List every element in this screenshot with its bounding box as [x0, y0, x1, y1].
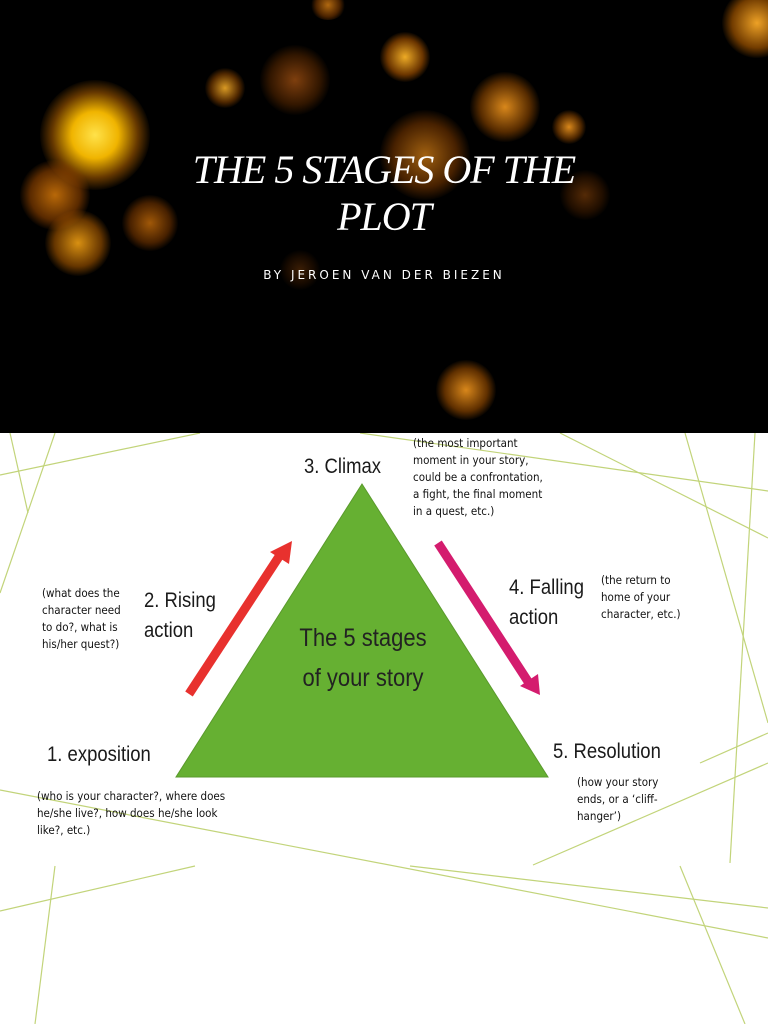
diagram-slide: The 5 stages of your story 3. Climax (th… — [0, 433, 768, 1024]
bokeh-light — [280, 250, 320, 290]
stage-resolution-label: 5. Resolution — [553, 740, 661, 763]
slide-title-line1: THE 5 STAGES OF THE — [192, 147, 576, 192]
center-label-line2: of your story — [302, 664, 424, 692]
note-line: character, etc.) — [601, 607, 681, 621]
stage-exposition-label: 1. exposition — [47, 743, 151, 766]
note-line: (the return to — [601, 573, 671, 587]
rising-arrow — [185, 541, 292, 697]
label-line: 4. Falling — [509, 576, 584, 599]
slide-title-line2: PLOT — [337, 194, 432, 239]
title-slide: THE 5 STAGES OF THE PLOT BY JEROEN VAN D… — [0, 0, 768, 433]
note-line: like?, etc.) — [37, 823, 91, 837]
note-line: (who is your character?, where does — [37, 789, 226, 803]
stage-climax-note: (the most important moment in your story… — [413, 435, 543, 520]
bokeh-light — [122, 195, 178, 251]
plot-diagram — [175, 483, 549, 778]
deco-line — [559, 433, 768, 539]
stage-resolution-note: (how your story ends, or a ‘cliff- hange… — [577, 774, 658, 825]
bokeh-light — [260, 45, 330, 115]
stage-climax-label: 3. Climax — [304, 455, 382, 478]
deco-line — [684, 433, 768, 724]
note-line: (the most important — [413, 436, 518, 450]
note-line: in a quest, etc.) — [413, 504, 495, 518]
label-line: action — [509, 606, 559, 629]
deco-line — [532, 762, 768, 866]
plot-triangle — [175, 483, 549, 778]
bokeh-light — [45, 210, 111, 276]
stage-falling-note: (the return to home of your character, e… — [601, 572, 681, 623]
deco-line — [729, 433, 756, 864]
deco-line — [0, 433, 201, 476]
decorative-lines — [0, 433, 768, 1024]
label-line: action — [144, 619, 194, 642]
bokeh-light — [722, 0, 768, 58]
note-line: hanger’) — [577, 809, 621, 823]
deco-line — [0, 865, 196, 912]
note-line: home of your — [601, 590, 671, 604]
bokeh-light — [380, 110, 470, 200]
triangle-center-label: The 5 stages of your story — [279, 618, 446, 698]
bokeh-light — [436, 360, 496, 420]
bokeh-light — [205, 68, 245, 108]
deco-line — [699, 732, 768, 764]
bokeh-light — [552, 110, 586, 144]
deco-line — [9, 433, 29, 514]
note-line: character need — [42, 603, 121, 617]
note-line: to do?, what is — [42, 620, 118, 634]
note-line: moment in your story, — [413, 453, 529, 467]
note-line: a fight, the final moment — [413, 487, 543, 501]
deco-line — [359, 433, 768, 492]
deco-line — [0, 789, 768, 939]
label-line: 2. Rising — [144, 589, 216, 612]
stage-falling-label: 4. Falling action — [509, 573, 584, 633]
note-line: ends, or a ‘cliff- — [577, 792, 658, 806]
note-line: he/she live?, how does he/she look — [37, 806, 218, 820]
center-label-line1: The 5 stages — [299, 624, 427, 652]
bokeh-light — [560, 170, 610, 220]
falling-arrow — [434, 540, 540, 695]
note-line: his/her quest?) — [42, 637, 120, 651]
note-line: (what does the — [42, 586, 120, 600]
slide-subtitle: BY JEROEN VAN DER BIEZEN — [263, 268, 505, 282]
bokeh-light — [470, 72, 540, 142]
slide-title: THE 5 STAGES OF THE PLOT — [84, 146, 684, 240]
bokeh-light — [310, 0, 346, 20]
note-line: (how your story — [577, 775, 659, 789]
note-line: could be a confrontation, — [413, 470, 543, 484]
deco-line — [34, 865, 56, 1024]
stage-rising-label: 2. Rising action — [144, 586, 216, 646]
deco-line — [679, 865, 746, 1024]
bokeh-light — [380, 32, 430, 82]
stage-exposition-note: (who is your character?, where does he/s… — [37, 788, 225, 839]
deco-line — [409, 865, 768, 909]
stage-rising-note: (what does the character need to do?, wh… — [42, 585, 121, 653]
